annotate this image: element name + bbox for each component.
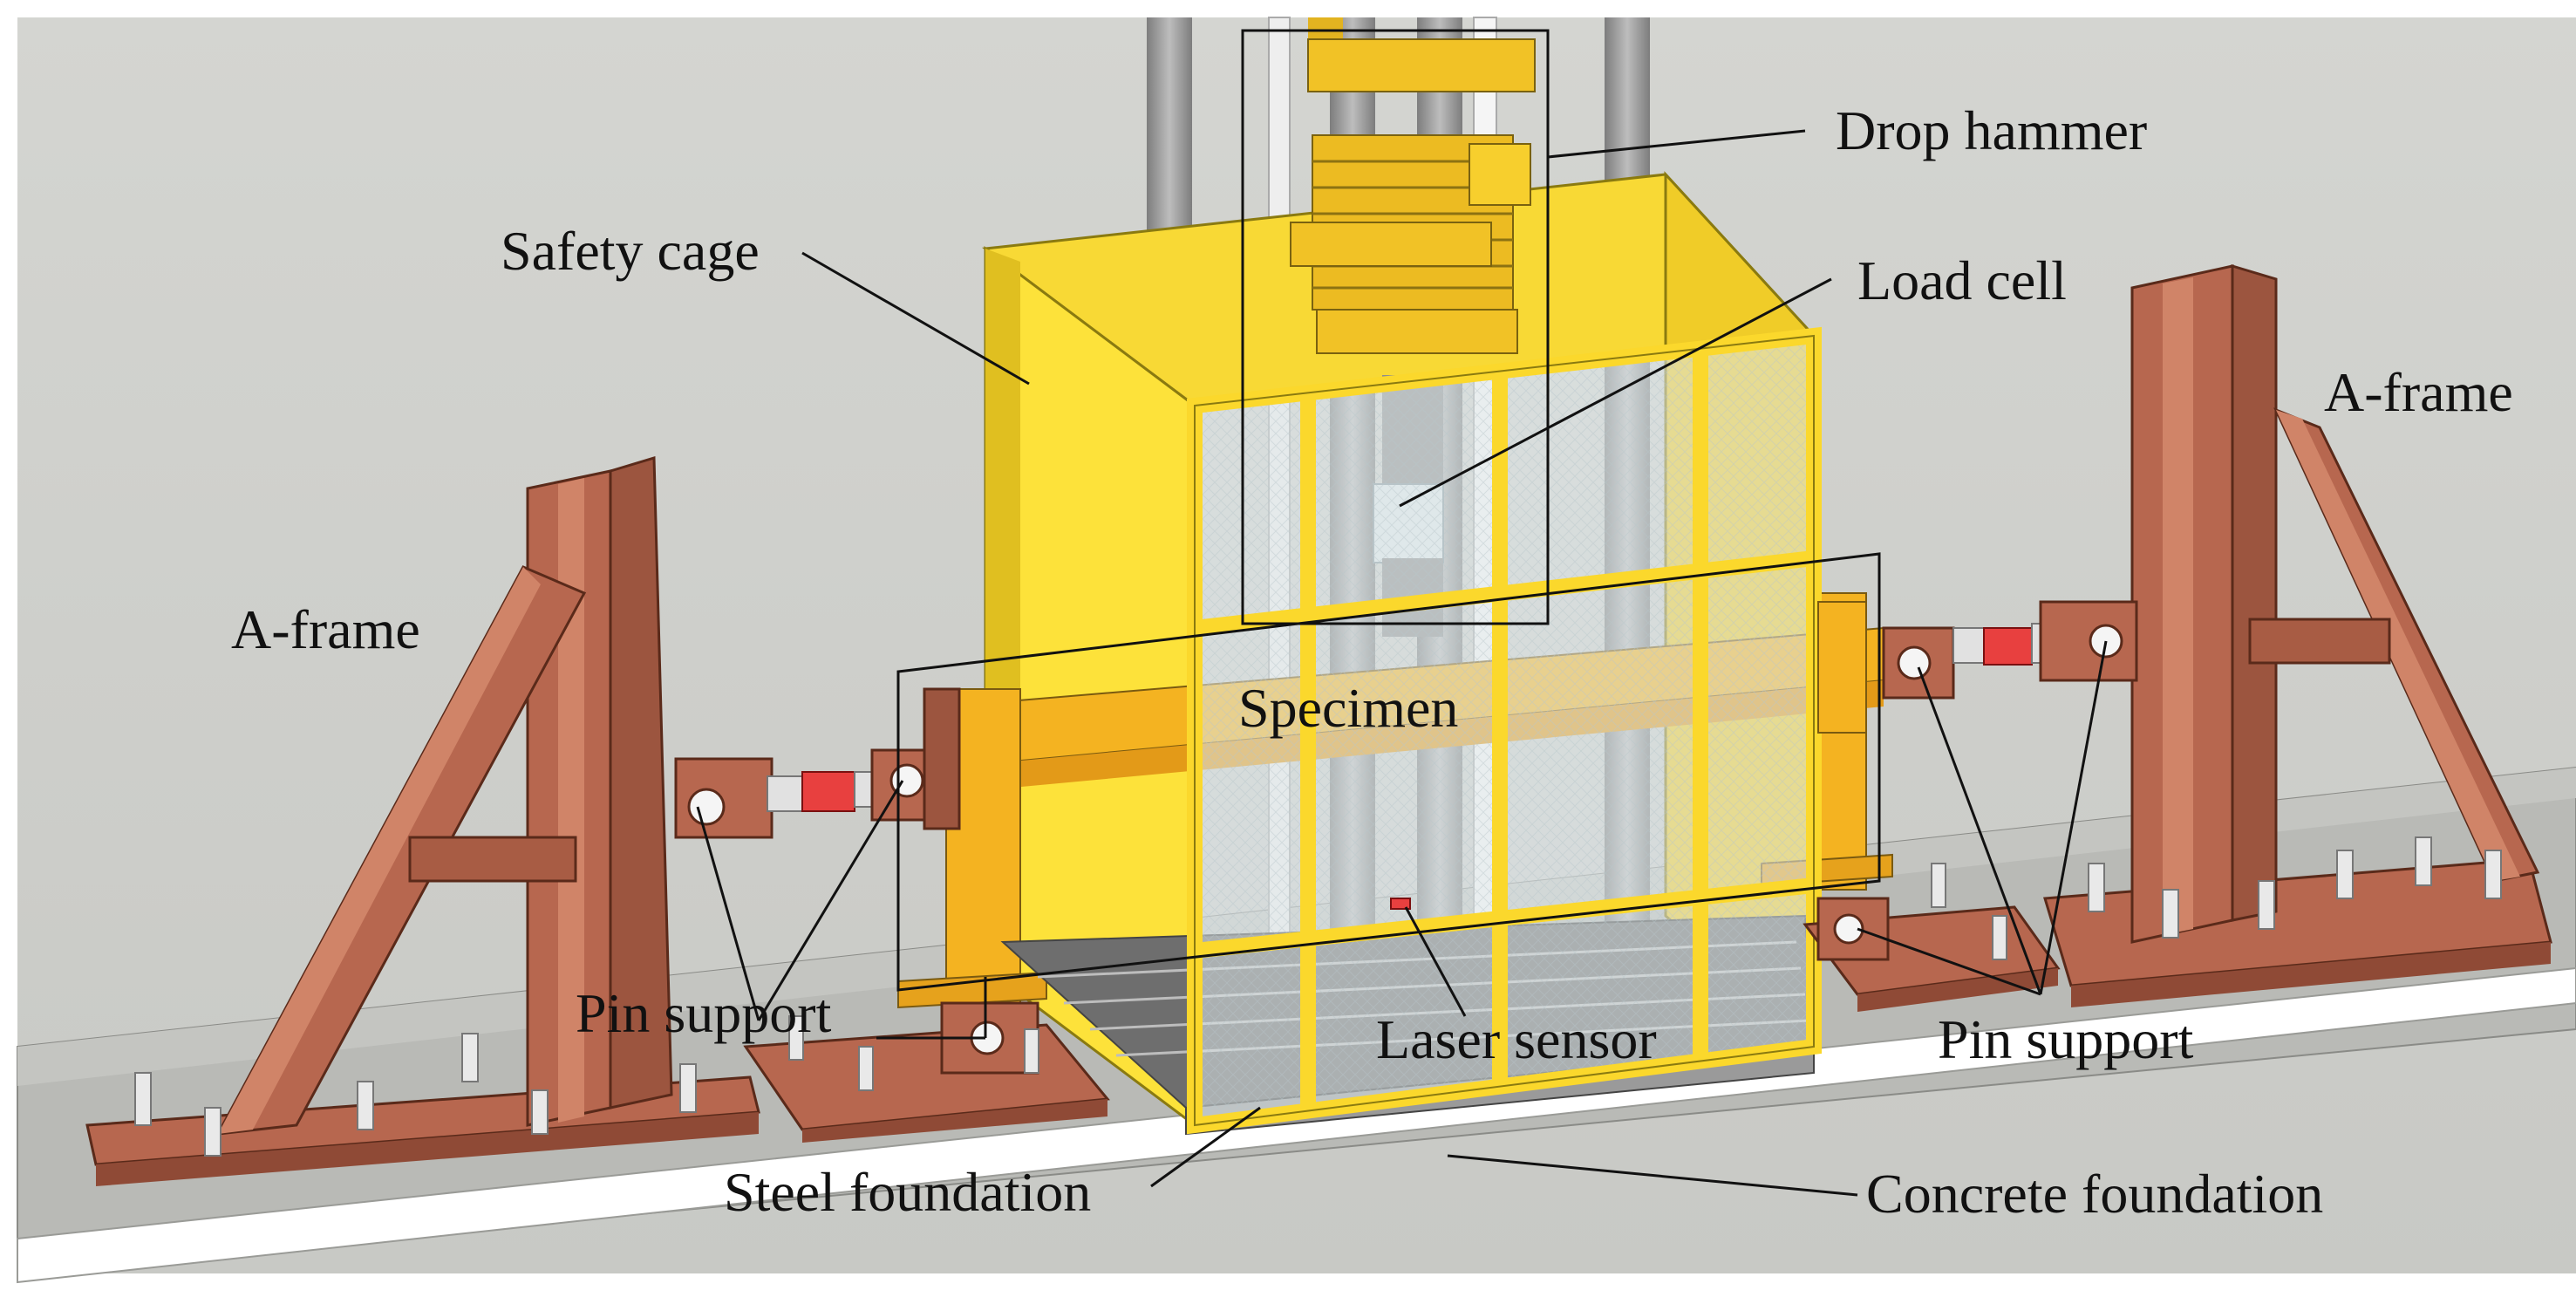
a-frame-right (2043, 263, 2552, 1007)
leader-lines (696, 129, 2108, 1197)
highlight-boxes (896, 29, 1881, 992)
specimen-box (896, 552, 1881, 992)
pin-support-left (674, 687, 961, 839)
label-pin-support-right: Pin support (1938, 1008, 2194, 1070)
pin-support-base-right (1803, 863, 2061, 1012)
label-laser-sensor: Laser sensor (1376, 1008, 1657, 1070)
label-load-cell: Load cell (1857, 249, 2067, 311)
label-a-frame-left: A-frame (231, 598, 420, 660)
laser-sensor (1390, 898, 1411, 910)
label-a-frame-right: A-frame (2324, 361, 2513, 423)
a-frame-left (85, 456, 760, 1186)
pin-support-base-left (743, 1001, 1110, 1143)
label-pin-support-left: Pin support (576, 982, 832, 1044)
drop-hammer-box (1241, 29, 1550, 625)
label-drop-hammer: Drop hammer (1836, 99, 2148, 161)
label-specimen: Specimen (1238, 677, 1459, 739)
label-safety-cage: Safety cage (501, 220, 760, 282)
label-steel-foundation: Steel foundation (724, 1161, 1092, 1223)
label-concrete-foundation: Concrete foundation (1866, 1163, 2324, 1225)
drop-hammer (1290, 17, 1536, 354)
cage-front-panel (1187, 326, 1822, 1135)
